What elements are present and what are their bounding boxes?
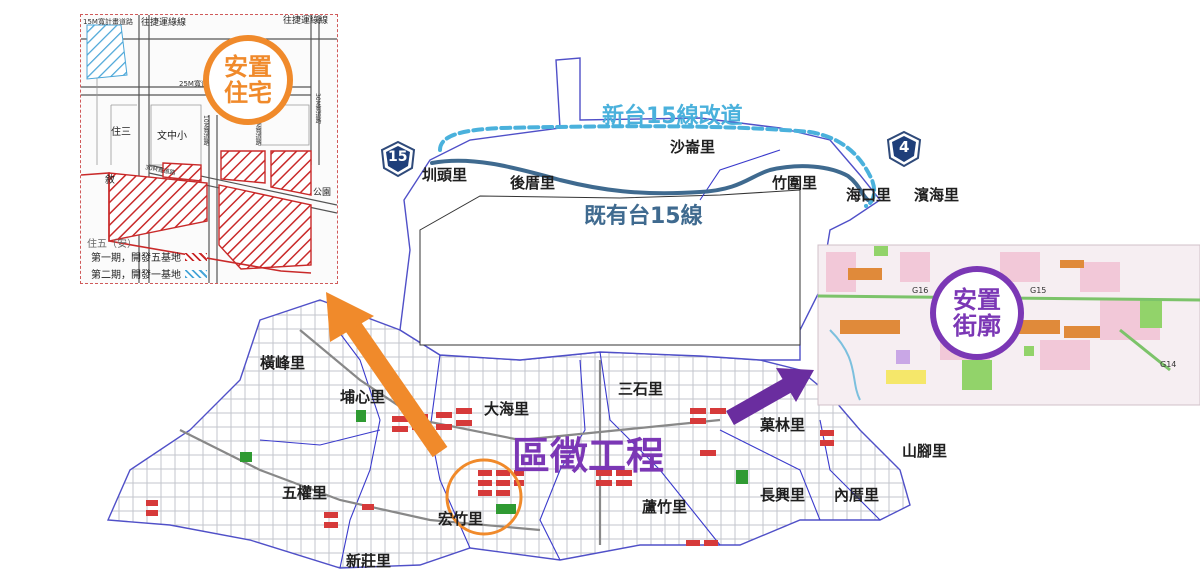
district-puxin: 埔心里 xyxy=(340,388,386,406)
inner-blank xyxy=(419,189,801,346)
resettle-housing-line2: 住宅 xyxy=(224,79,272,107)
phase2-area xyxy=(86,24,128,80)
district-hengfeng: 橫峰里 xyxy=(260,354,306,372)
urban-area xyxy=(106,299,911,569)
phase1-area-5 xyxy=(162,162,202,182)
district-hongzhu: 宏竹里 xyxy=(438,510,484,528)
inset-wen-zhong-xiao: 文中小 xyxy=(157,131,187,142)
existing-tai15-line xyxy=(430,158,870,202)
route-4-number: 4 xyxy=(899,138,910,156)
district-neicuo: 內厝里 xyxy=(834,486,880,504)
district-boundaries xyxy=(259,149,881,569)
inset-road-15m: 15M寬計畫道路 xyxy=(83,18,133,26)
district-wuquan: 五權里 xyxy=(282,484,328,502)
district-houcuo: 後厝里 xyxy=(510,174,556,192)
main-roads xyxy=(179,329,721,545)
district-dahai: 大海里 xyxy=(484,400,530,418)
road-tag-g15: G15 xyxy=(1030,286,1047,295)
phase1-area-3 xyxy=(220,150,266,184)
inset-road-green-right: 往捷運綠線 xyxy=(283,16,329,26)
resettle-housing-badge: 安置 住宅 xyxy=(203,35,293,125)
district-kantou: 圳頭里 xyxy=(422,166,468,184)
district-luzhu: 蘆竹里 xyxy=(642,498,688,516)
road-tag-g16: G16 xyxy=(912,286,929,295)
orange-arrow xyxy=(326,292,448,458)
district-xinzhuang: 新莊里 xyxy=(346,552,392,570)
new-tai15-label: 新台15線改道 xyxy=(602,104,743,129)
legend-phase1: 第一期，開發五基地 xyxy=(91,249,207,264)
route-15-shield: 15 xyxy=(380,140,416,178)
inset-road-30m-right: 30M寬道路 xyxy=(314,93,321,124)
resettle-housing-inset: 15M寬計畫道路 往捷運綠線 往捷運綠線 25M寬道路 30M寬道路 30M寬道… xyxy=(80,14,338,284)
inset-park: 公園 xyxy=(313,188,332,198)
route-15-number: 15 xyxy=(388,149,408,165)
resettle-arcade-badge: 安置 街廓 xyxy=(930,266,1024,360)
legend-phase2: 第二期，開發一基地 xyxy=(91,266,207,281)
new-tai15-line xyxy=(438,124,877,208)
route-4-shield: 4 xyxy=(886,130,922,168)
inset-xu: 敘 xyxy=(105,175,115,186)
district-sanshi: 三石里 xyxy=(618,380,664,398)
inset-road-10m-left: 10M寬道路 xyxy=(202,115,209,146)
district-shalun: 沙崙里 xyxy=(670,138,716,156)
legend-phase2-label: 第二期，開發一基地 xyxy=(91,270,181,281)
district-yelin: 菓林里 xyxy=(760,416,806,434)
purple-arrow xyxy=(726,368,814,425)
legend-phase1-label: 第一期，開發五基地 xyxy=(91,253,181,264)
inset-zhu-wu: 住五（安） xyxy=(87,239,137,250)
district-haikou: 海口里 xyxy=(846,186,892,204)
resettle-arcade-line1: 安置 xyxy=(953,285,1001,314)
inset-legend: 第一期，開發五基地 第二期，開發一基地 xyxy=(91,249,207,283)
legend-phase1-swatch xyxy=(185,252,207,261)
district-shanjiao: 山腳里 xyxy=(902,442,948,460)
inset-road-10m-right: 10M寬道路 xyxy=(254,115,261,146)
inset-road-green-mid: 往捷運綠線 xyxy=(141,18,187,28)
inset-zhu-san: 住三 xyxy=(111,127,131,138)
resettle-arcade-line2: 街廓 xyxy=(953,312,1001,340)
district-binhai: 濱海里 xyxy=(914,186,960,204)
district-changxing: 長興里 xyxy=(760,486,806,504)
phase1-area-4 xyxy=(270,150,312,196)
hongzhu-highlight-circle xyxy=(445,458,523,536)
phase1-area-2 xyxy=(218,184,312,270)
district-zhuwei: 竹圍里 xyxy=(772,174,818,192)
road-tag-g14: G14 xyxy=(1160,360,1177,369)
resettle-housing-line1: 安置 xyxy=(224,52,272,81)
inset-road-25m: 25M寬道路 xyxy=(179,80,215,88)
inset-plan xyxy=(81,15,337,283)
legend-phase2-swatch xyxy=(185,269,207,278)
existing-tai15-label: 既有台15線 xyxy=(584,204,703,229)
zone-project-label: 區徵工程 xyxy=(512,434,665,478)
